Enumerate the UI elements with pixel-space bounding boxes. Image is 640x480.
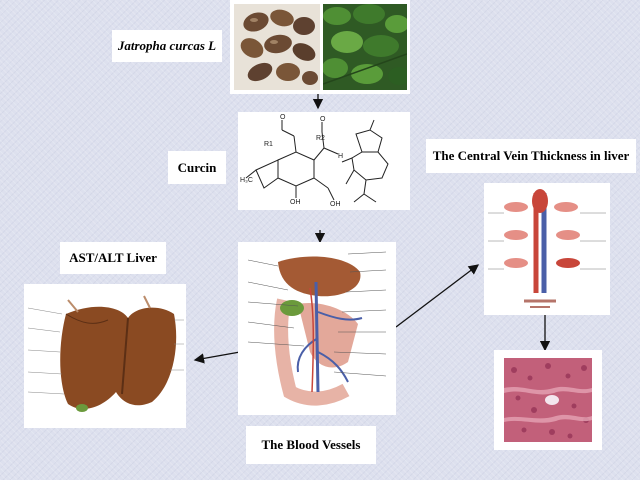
- curcin-structure-panel: R1 R2 O O H H₃C OH OH: [238, 112, 410, 210]
- chemical-structure-diagram: R1 R2 O O H H₃C OH OH: [240, 114, 389, 208]
- portal-vein-anatomy-illustration: [238, 242, 396, 415]
- svg-text:O: O: [280, 114, 286, 121]
- histology-slide-image: [504, 358, 592, 442]
- central-vein-label: The Central Vein Thickness in liver: [426, 139, 636, 173]
- curcin-label: Curcin: [168, 151, 226, 184]
- ast-alt-liver-label: AST/ALT Liver: [60, 242, 166, 274]
- vein-cross-section-illustration: [488, 189, 606, 308]
- blood-vessels-label: The Blood Vessels: [246, 426, 376, 464]
- svg-text:OH: OH: [330, 201, 341, 208]
- liver-anatomy-illustration: [27, 295, 184, 412]
- arrow-vessels-to-central-vein: [395, 264, 480, 328]
- svg-text:H₃C: H₃C: [240, 177, 253, 184]
- svg-text:OH: OH: [290, 199, 301, 206]
- svg-text:R1: R1: [264, 141, 273, 148]
- liver-panel: [24, 284, 186, 428]
- histology-panel: [494, 350, 602, 450]
- svg-text:O: O: [320, 116, 326, 123]
- plant-photo-panel: [230, 0, 410, 94]
- blood-vessels-panel: [238, 242, 396, 415]
- seeds-photo: [234, 4, 320, 90]
- svg-text:H: H: [338, 153, 343, 160]
- central-vein-panel: [484, 183, 610, 315]
- arrow-vessels-to-liver: [193, 351, 241, 364]
- leaves-photo: [323, 4, 407, 90]
- svg-text:R2: R2: [316, 135, 325, 142]
- plant-name-label: Jatropha curcas L: [112, 30, 222, 62]
